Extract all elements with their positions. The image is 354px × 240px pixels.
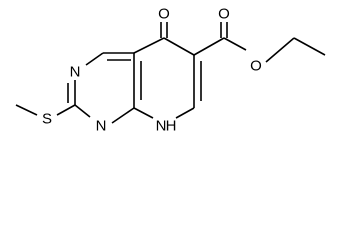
- atom-label-amine-nitrogen: N: [156, 118, 167, 135]
- bond-c5-c6: [163, 37, 195, 56]
- atom-label-ring-nitrogen-top: N: [70, 64, 81, 81]
- atom-label-amine-hydrogen: H: [166, 118, 177, 135]
- bond-c2-n1: [74, 104, 91, 118]
- bond-n8-c8a: [133, 107, 154, 119]
- atom-labels: O O O N N N H S: [42, 6, 262, 135]
- atom-label-ester-oxygen-carbonyl: O: [218, 6, 230, 23]
- bond-s-ch3: [15, 104, 38, 116]
- bond-olink-ch2: [265, 37, 295, 63]
- atom-label-carbonyl-oxygen: O: [158, 6, 170, 23]
- bond-n1-c8a: [111, 107, 135, 124]
- bond-cester-olink: [223, 37, 247, 51]
- bond-c4-n3: [85, 52, 104, 66]
- chemical-structure-diagram: O O O N N N H S: [15, 6, 326, 135]
- atom-label-ring-nitrogen-bottom: N: [96, 118, 107, 135]
- atom-label-ester-oxygen-link: O: [250, 58, 262, 75]
- bond-c7-n8: [175, 107, 195, 119]
- bond-ch2-ch3: [293, 37, 326, 56]
- atom-label-sulfur: S: [42, 111, 52, 128]
- bond-c2-s: [56, 104, 76, 116]
- bond-lines: [15, 22, 326, 124]
- bond-c4a-c5: [133, 37, 165, 54]
- bond-c6-cester: [193, 37, 225, 56]
